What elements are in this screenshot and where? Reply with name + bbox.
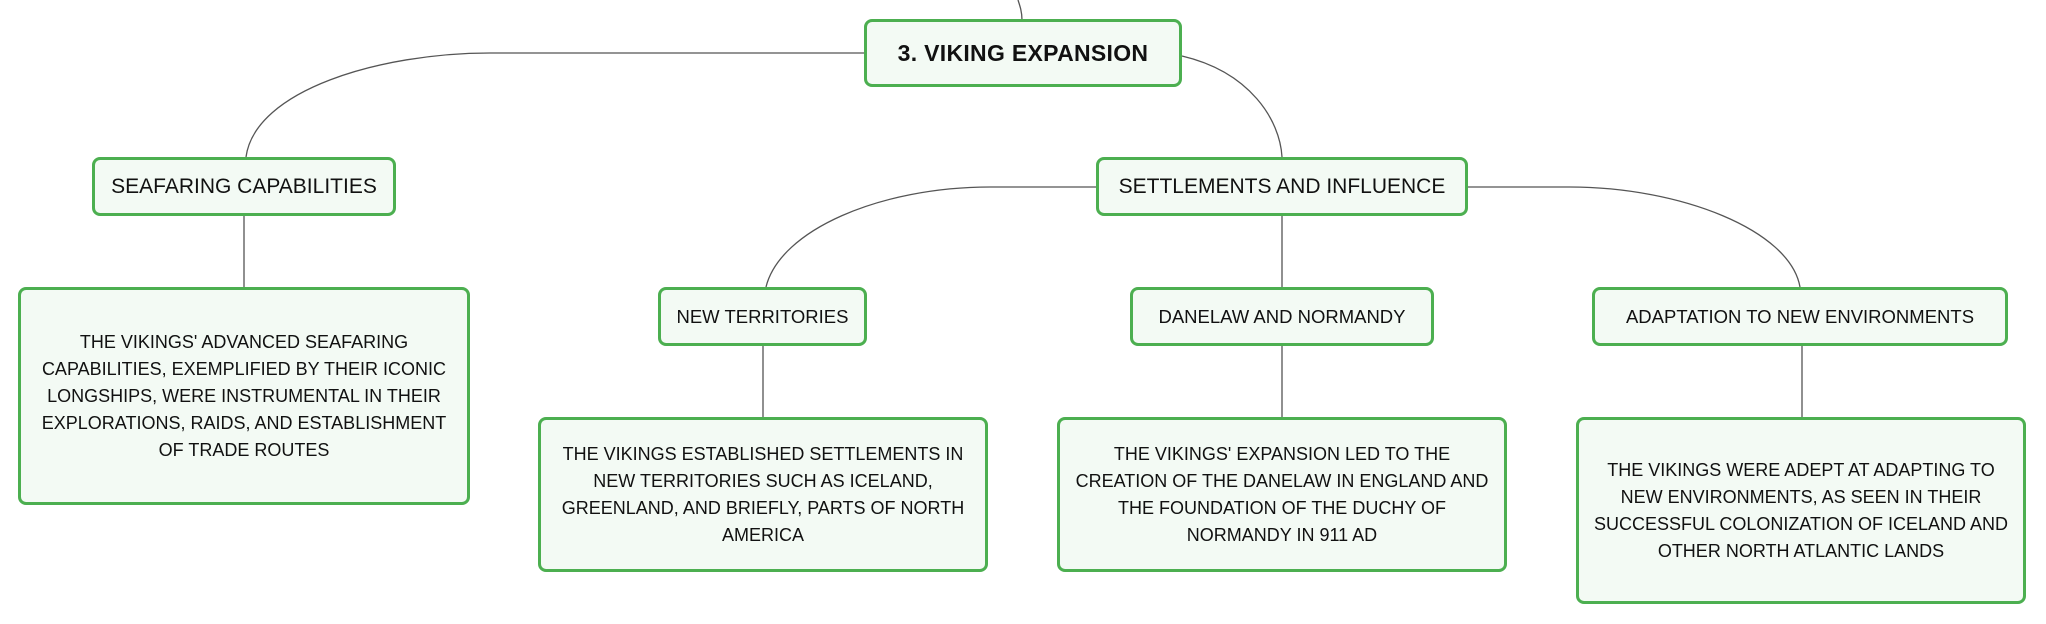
danelaw-and-normandy-detail-text: THE VIKINGS' EXPANSION LED TO THE CREATI… — [1075, 443, 1489, 545]
seafaring-capabilities-label: SEAFARING CAPABILITIES — [111, 174, 377, 198]
seafaring-capabilities-node[interactable]: SEAFARING CAPABILITIES — [92, 157, 396, 216]
settlements-and-influence-label: SETTLEMENTS AND INFLUENCE — [1118, 174, 1446, 198]
seafaring-capabilities-detail-text: THE VIKINGS' ADVANCED SEAFARING CAPABILI… — [41, 331, 447, 460]
new-territories-detail-node[interactable]: THE VIKINGS ESTABLISHED SETTLEMENTS IN N… — [538, 417, 988, 572]
seafaring-capabilities-detail-node[interactable]: THE VIKINGS' ADVANCED SEAFARING CAPABILI… — [18, 287, 470, 505]
new-territories-label: NEW TERRITORIES — [676, 305, 849, 327]
connector-parent-to-root — [1017, 0, 1023, 21]
connector-root-to-settlements — [1181, 55, 1283, 158]
root-node-label: 3. VIKING EXPANSION — [897, 39, 1149, 66]
settlements-and-influence-node[interactable]: SETTLEMENTS AND INFLUENCE — [1096, 157, 1468, 216]
adaptation-node[interactable]: ADAPTATION TO NEW ENVIRONMENTS — [1592, 287, 2008, 346]
connector-settlements-to-new-territories — [765, 186, 1096, 288]
adaptation-label: ADAPTATION TO NEW ENVIRONMENTS — [1625, 305, 1975, 327]
connector-settlements-to-adaptation — [1468, 186, 1801, 288]
adaptation-detail-node[interactable]: THE VIKINGS WERE ADEPT AT ADAPTING TO NE… — [1576, 417, 2026, 604]
danelaw-and-normandy-label: DANELAW AND NORMANDY — [1158, 305, 1406, 327]
new-territories-detail-text: THE VIKINGS ESTABLISHED SETTLEMENTS IN N… — [561, 443, 965, 545]
danelaw-and-normandy-detail-node[interactable]: THE VIKINGS' EXPANSION LED TO THE CREATI… — [1057, 417, 1507, 572]
connector-root-to-seafaring — [245, 52, 864, 158]
new-territories-node[interactable]: NEW TERRITORIES — [658, 287, 867, 346]
danelaw-and-normandy-node[interactable]: DANELAW AND NORMANDY — [1130, 287, 1434, 346]
root-node[interactable]: 3. VIKING EXPANSION — [864, 19, 1182, 87]
adaptation-detail-text: THE VIKINGS WERE ADEPT AT ADAPTING TO NE… — [1593, 459, 2009, 561]
